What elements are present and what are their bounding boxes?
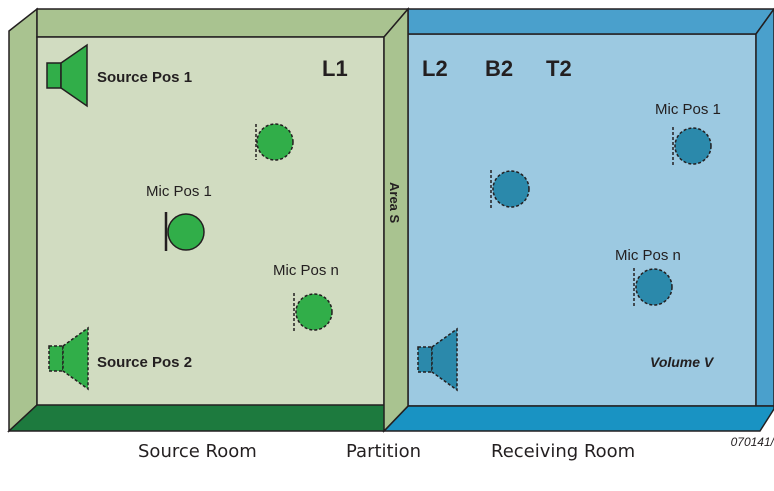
figure-id: 070141/: [731, 435, 774, 449]
receiving-speaker-icon: [417, 327, 458, 392]
partition-wall: [383, 6, 409, 433]
source-mic-dashed-icon: [255, 123, 294, 161]
receiving-room-top-wall: [407, 8, 774, 35]
receiving-header-b2: B2: [485, 56, 513, 81]
source-speaker-1-icon: [46, 43, 88, 108]
receiving-room-floor: [382, 405, 774, 432]
receiving-mic-1-icon: [672, 127, 712, 165]
source-pos-2-label: Source Pos 2: [97, 354, 192, 371]
source-mic-1-icon: [164, 212, 205, 251]
source-room-floor: [7, 404, 410, 432]
source-mic-n-icon: [293, 293, 333, 331]
source-room-back-wall: [36, 8, 410, 38]
source-mic-1-label: Mic Pos 1: [146, 183, 212, 200]
partition-area-label: Area S: [387, 182, 402, 224]
source-room-header: L1: [322, 56, 348, 81]
receiving-room-right-wall: [755, 7, 774, 407]
receiving-header-l2: L2: [422, 56, 448, 81]
receiving-mic-n-label: Mic Pos n: [615, 247, 681, 264]
caption-source-room: Source Room: [138, 441, 257, 462]
source-speaker-2-icon: [48, 326, 89, 391]
source-pos-1-label: Source Pos 1: [97, 69, 192, 86]
receiving-mic-n-icon: [633, 268, 673, 306]
caption-partition: Partition: [346, 441, 422, 462]
source-room-wall: [36, 36, 385, 407]
receiving-room-back-wall: [407, 33, 757, 407]
volume-label: Volume V: [650, 354, 715, 370]
source-room-left-wall: [8, 7, 38, 433]
receiving-header-t2: T2: [546, 56, 572, 81]
receiving-mic-1-label: Mic Pos 1: [655, 101, 721, 118]
caption-receiving-room: Receiving Room: [491, 441, 636, 462]
receiving-mic-dashed-icon: [490, 170, 530, 208]
source-mic-n-label: Mic Pos n: [273, 262, 339, 279]
